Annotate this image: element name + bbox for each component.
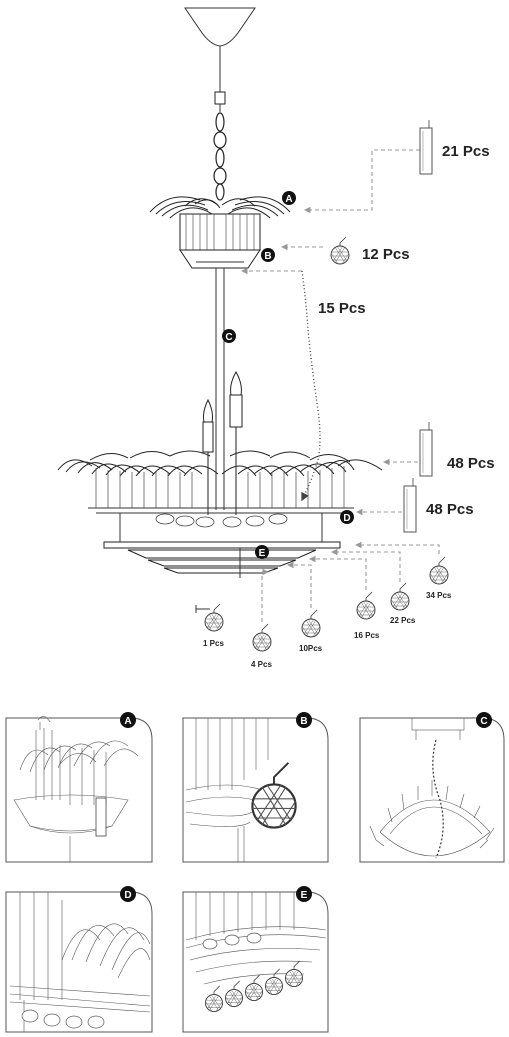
qty-d-upper-pendants: 48 Pcs [447, 455, 495, 472]
qty-d-lower-pendants: 48 Pcs [426, 501, 474, 518]
detail-panel-d: D [5, 886, 153, 1033]
qty-e-ball-16: 16 Pcs [354, 631, 380, 640]
callout-a: A [282, 191, 296, 205]
chandelier-drawing [57, 7, 383, 578]
qty-b-balls: 12 Pcs [362, 246, 410, 263]
detail-panel-c: C [359, 712, 505, 863]
callout-c: C [222, 329, 236, 343]
svg-text:E: E [259, 548, 266, 559]
crystal-ball-icon [252, 623, 272, 652]
crystal-ball-icon [301, 609, 321, 638]
qty-e-ball-22: 22 Pcs [390, 616, 416, 625]
crystal-ball-icon [356, 591, 376, 620]
callout-d: D [340, 510, 354, 524]
qty-a-pendants: 21 Pcs [442, 143, 490, 160]
detail-panel-e: E [182, 886, 329, 1033]
svg-text:C: C [225, 332, 232, 343]
detail-panel-a: A [5, 712, 153, 863]
svg-text:D: D [343, 513, 350, 524]
qty-e-ball-4: 4 Pcs [251, 660, 272, 669]
crystal-ball-icon [390, 582, 410, 611]
callout-b: B [261, 248, 275, 262]
svg-text:E: E [301, 890, 308, 901]
svg-text:A: A [124, 716, 131, 727]
svg-text:C: C [480, 716, 487, 727]
svg-text:A: A [285, 194, 292, 205]
callout-e: E [255, 545, 269, 559]
crystal-ball-icon [429, 556, 449, 585]
crystal-pendant-icon [419, 119, 433, 175]
svg-text:D: D [124, 890, 131, 901]
qty-e-ball-34: 34 Pcs [426, 591, 452, 600]
detail-panel-b: B [182, 712, 329, 863]
crystal-ball-icon [204, 603, 224, 632]
qty-e-ball-1: 1 Pcs [203, 639, 224, 648]
svg-text:B: B [264, 251, 271, 262]
qty-c-strand: 15 Pcs [318, 300, 366, 317]
crystal-pendant-icon [419, 421, 433, 477]
crystal-pendant-icon [403, 477, 417, 533]
qty-e-ball-10: 10Pcs [299, 644, 323, 653]
crystal-ball-icon [330, 236, 350, 265]
svg-text:B: B [300, 716, 307, 727]
